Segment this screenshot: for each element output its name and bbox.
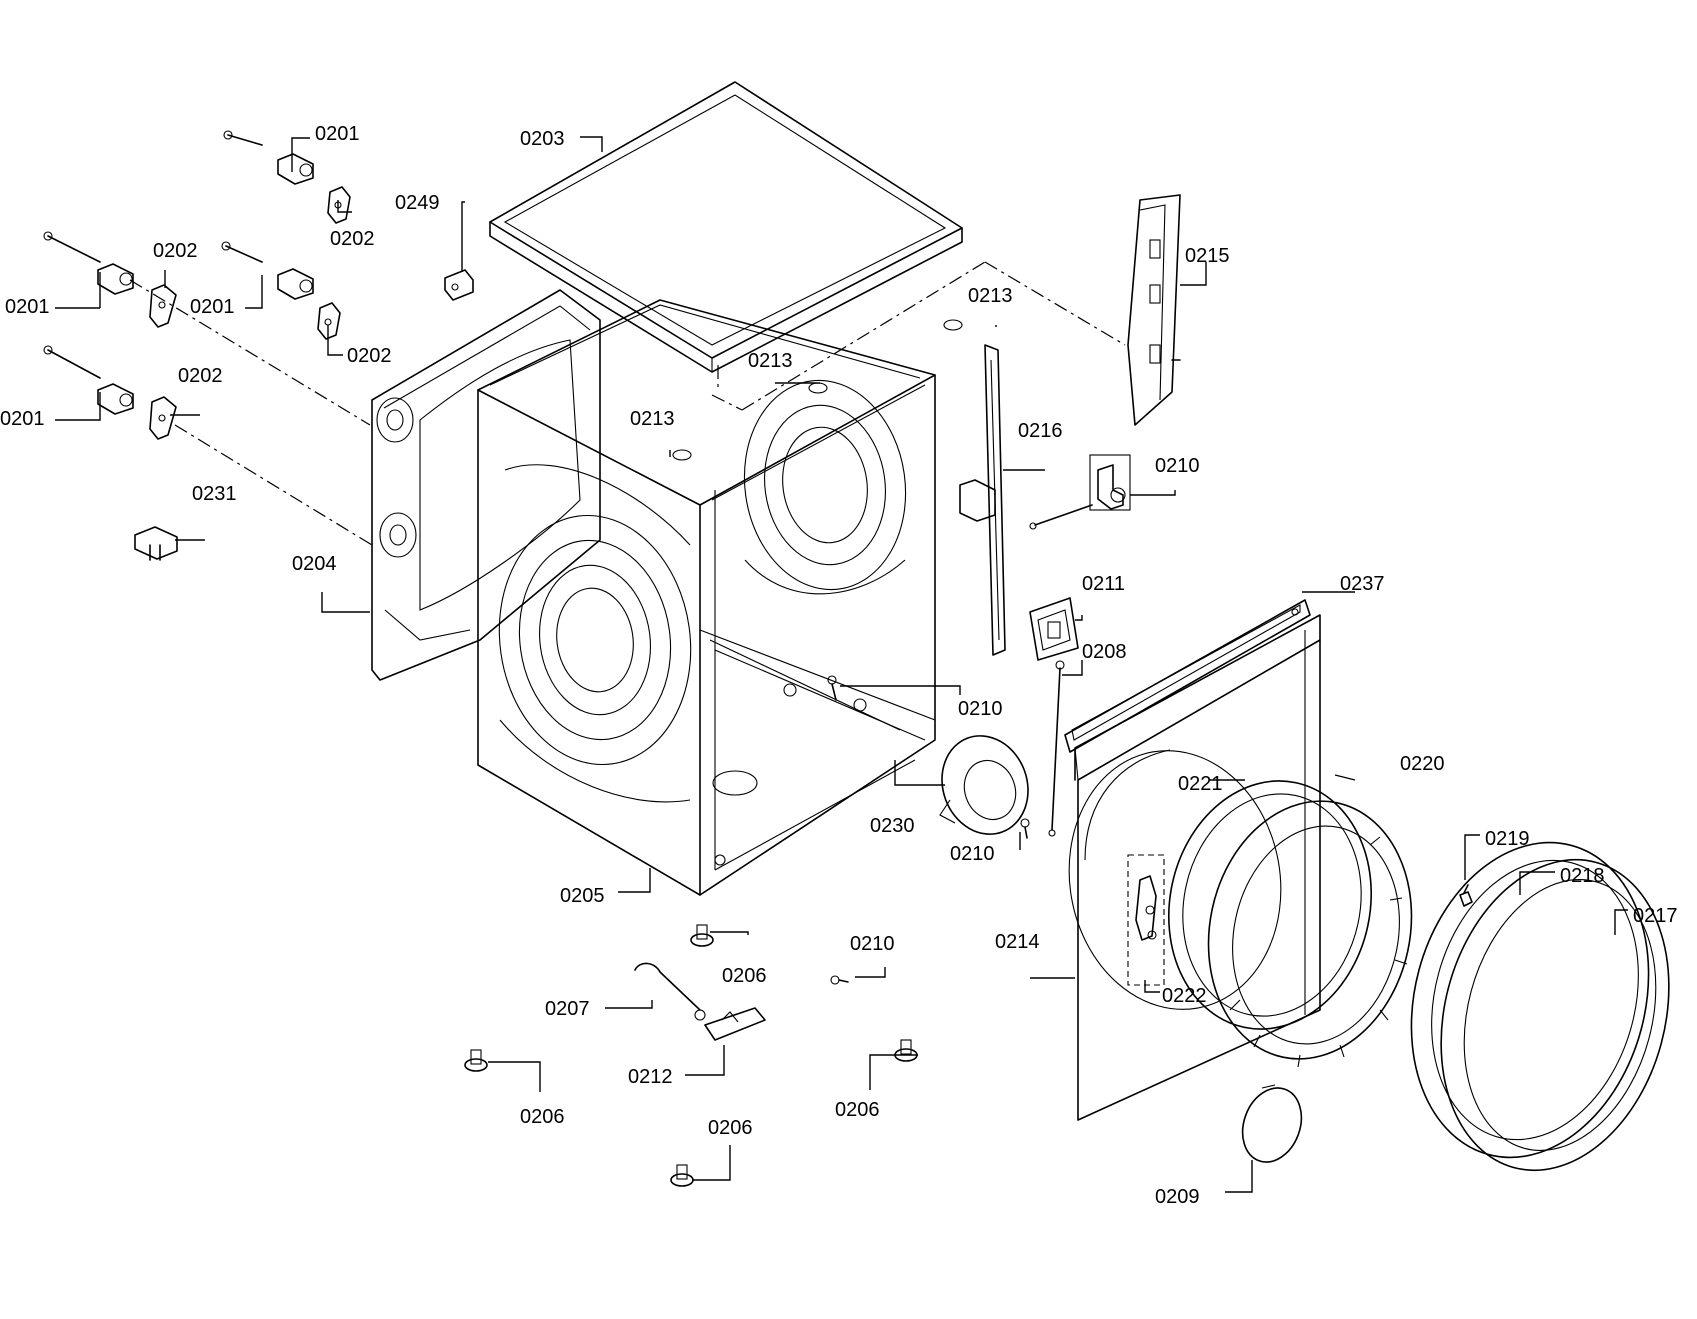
callout-c15: 0213 bbox=[630, 408, 675, 430]
callout-c5: 0201 bbox=[190, 296, 235, 318]
callout-c34: 0210 bbox=[850, 933, 895, 955]
callout-labels: 0201 0202 0201 0202 0201 0202 0201 0202 … bbox=[0, 123, 1678, 1208]
hinge-set-upper bbox=[223, 130, 351, 224]
back-pressing-circles bbox=[743, 379, 907, 595]
plate-0212 bbox=[704, 1007, 766, 1041]
latch-0222 bbox=[1127, 854, 1165, 986]
callout-c20: 0237 bbox=[1340, 573, 1385, 595]
callout-c30: 0217 bbox=[1633, 905, 1678, 927]
front-panel-0214 bbox=[1068, 614, 1321, 1121]
pump-housing-0230 bbox=[939, 735, 1029, 835]
bracket-0215 bbox=[1127, 194, 1181, 426]
top-cover-0203 bbox=[489, 81, 963, 373]
callout-c33: 0206 bbox=[722, 965, 767, 987]
callout-c10: 0204 bbox=[292, 553, 337, 575]
screws-0210 bbox=[827, 675, 1030, 985]
callout-c21: 0208 bbox=[1082, 641, 1127, 663]
callout-c26: 0221 bbox=[1178, 773, 1223, 795]
callout-c37: 0206 bbox=[520, 1106, 565, 1128]
callout-c27: 0220 bbox=[1400, 753, 1445, 775]
callout-c14: 0213 bbox=[748, 350, 793, 372]
callout-c35: 0207 bbox=[545, 998, 590, 1020]
cabinet-0205 bbox=[477, 299, 936, 896]
wrench-0207 bbox=[634, 962, 706, 1021]
callout-c19: 0211 bbox=[1082, 573, 1125, 595]
callout-c7: 0201 bbox=[0, 408, 45, 430]
clip-0249 bbox=[444, 269, 474, 301]
callout-c9: 0231 bbox=[192, 483, 237, 505]
callout-c25: 0205 bbox=[560, 885, 605, 907]
callout-c4: 0202 bbox=[153, 240, 198, 262]
hinge-set-middle-left bbox=[43, 231, 177, 328]
callout-c3: 0201 bbox=[5, 296, 50, 318]
callout-c23: 0230 bbox=[870, 815, 915, 837]
rail-0216 bbox=[959, 344, 1006, 656]
callout-c31: 0214 bbox=[995, 931, 1040, 953]
callout-c24: 0210 bbox=[950, 843, 995, 865]
callout-c39: 0206 bbox=[708, 1117, 753, 1139]
callout-c2: 0202 bbox=[330, 228, 375, 250]
callout-c28: 0219 bbox=[1485, 828, 1530, 850]
callout-c11: 0203 bbox=[520, 128, 565, 150]
callout-c22: 0210 bbox=[958, 698, 1003, 720]
top-rail-0237 bbox=[1064, 599, 1311, 753]
adapter-0231 bbox=[134, 526, 178, 561]
valve-0210-top bbox=[1029, 454, 1131, 530]
door-frame-0220 bbox=[1207, 800, 1413, 1068]
door-bezel-0217 bbox=[1440, 858, 1670, 1172]
callout-c6: 0202 bbox=[347, 345, 392, 367]
callout-c12: 0249 bbox=[395, 192, 440, 214]
callout-c36: 0212 bbox=[628, 1066, 673, 1088]
hinge-set-middle-right bbox=[221, 241, 341, 340]
callout-c1: 0201 bbox=[315, 123, 360, 145]
callout-c17: 0216 bbox=[1018, 420, 1063, 442]
callout-c13: 0213 bbox=[968, 285, 1013, 307]
washers-0213 bbox=[672, 319, 963, 461]
callout-c32: 0222 bbox=[1162, 985, 1207, 1007]
rod-0208 bbox=[1048, 660, 1065, 837]
door-seal-0221 bbox=[1167, 780, 1373, 1030]
side-panel-0204 bbox=[371, 289, 601, 681]
callout-c8: 0202 bbox=[178, 365, 223, 387]
callout-c38: 0206 bbox=[835, 1099, 880, 1121]
filter-cap-0209 bbox=[1241, 1084, 1303, 1163]
leader-lines bbox=[55, 136, 1628, 1193]
door-ring-0218 bbox=[1410, 841, 1650, 1159]
callout-c29: 0218 bbox=[1560, 865, 1605, 887]
side-pressing-circles bbox=[498, 464, 692, 803]
callout-c16: 0215 bbox=[1185, 245, 1230, 267]
hinge-set-lower-left bbox=[43, 345, 177, 440]
callout-c40: 0209 bbox=[1155, 1186, 1200, 1208]
catch-0219 bbox=[1459, 884, 1473, 907]
module-0211 bbox=[1029, 597, 1079, 661]
feet-0206 bbox=[464, 924, 918, 1187]
assembly-guide-lines bbox=[129, 261, 1126, 546]
callout-c18: 0210 bbox=[1155, 455, 1200, 477]
